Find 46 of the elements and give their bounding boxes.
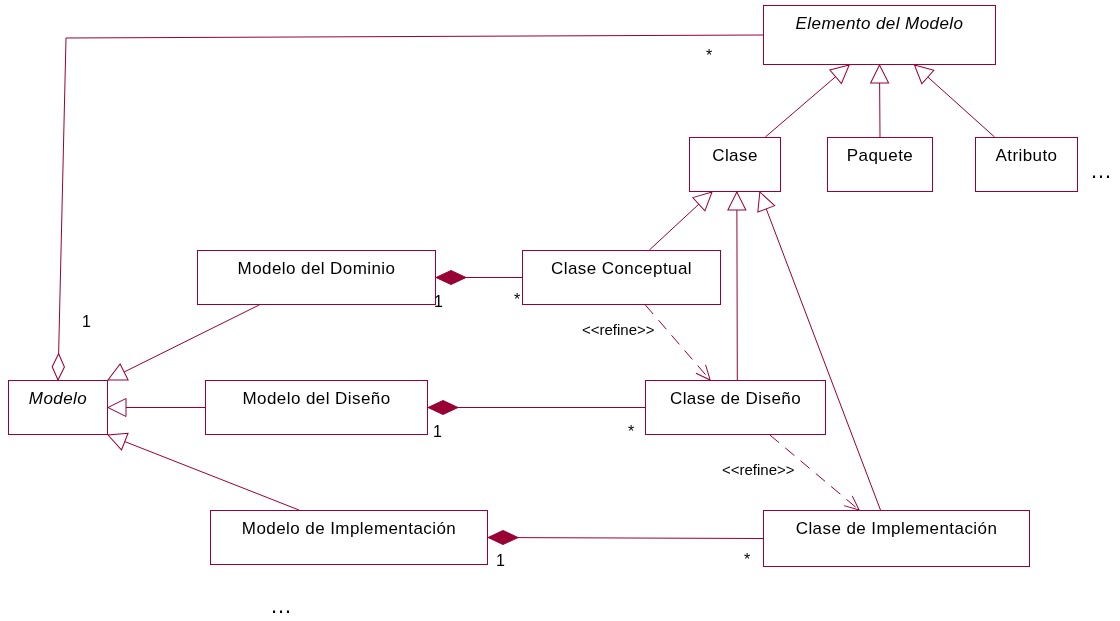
- generalization-arrow: [727, 191, 747, 381]
- class-name: Modelo del Dominio: [237, 259, 396, 279]
- multiplicity-label: 1: [434, 294, 443, 310]
- class-name: Atributo: [995, 146, 1058, 166]
- generalization-arrow: [107, 398, 206, 417]
- multiplicity-label: …: [1090, 160, 1112, 182]
- multiplicity-label: …: [270, 595, 292, 617]
- class-box: [827, 137, 933, 192]
- class-name: Modelo de Implementación: [241, 519, 457, 539]
- class-name: Clase Conceptual: [551, 259, 692, 279]
- class-name: Modelo del Diseño: [242, 389, 391, 409]
- class-name: Modelo: [28, 389, 88, 409]
- class-box: [975, 137, 1078, 192]
- class-box: [210, 510, 488, 565]
- multiplicity-label: *: [514, 292, 521, 308]
- class-box: [689, 137, 781, 192]
- edge-label: <<refine>>: [580, 322, 657, 338]
- multiplicity-label: 1: [82, 314, 91, 330]
- generalization-arrow: [648, 191, 713, 251]
- generalization-arrow: [870, 64, 890, 138]
- multiplicity-label: *: [744, 552, 751, 568]
- generalization-arrow: [757, 191, 881, 511]
- composition-line: [487, 530, 764, 546]
- class-name: Clase: [712, 146, 758, 166]
- class-name: Paquete: [846, 146, 914, 166]
- class-box: [763, 510, 1030, 567]
- generalization-arrow: [107, 304, 260, 381]
- class-box: [645, 380, 826, 435]
- multiplicity-label: *: [628, 424, 635, 440]
- composition-line: [427, 400, 646, 415]
- class-box: [763, 5, 996, 65]
- multiplicity-label: 1: [433, 424, 442, 440]
- class-name: Clase de Implementación: [795, 519, 998, 539]
- class-name: Elemento del Modelo: [795, 14, 964, 34]
- generalization-arrow: [764, 64, 850, 138]
- class-name: Clase de Diseño: [669, 389, 802, 409]
- class-box: [8, 380, 108, 435]
- multiplicity-label: *: [706, 48, 713, 64]
- multiplicity-label: 1: [496, 553, 505, 569]
- class-box: [205, 380, 428, 435]
- class-box: [197, 250, 436, 305]
- edge-label: <<refine>>: [720, 462, 797, 478]
- generalization-arrow: [913, 64, 996, 138]
- class-box: [522, 250, 721, 305]
- generalization-arrow: [107, 432, 300, 511]
- composition-line: [435, 270, 523, 285]
